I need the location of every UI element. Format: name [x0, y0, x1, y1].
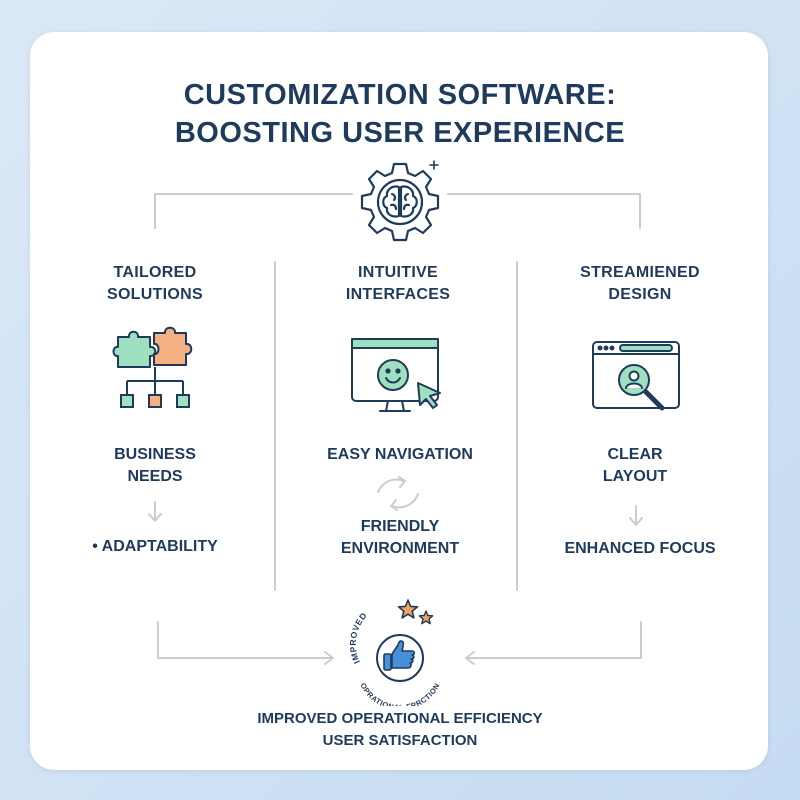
browser-dot-3: [609, 345, 615, 351]
puzzle-piece-orange: [153, 326, 193, 366]
smiley-mouth: [385, 377, 401, 384]
thumb-hand: [391, 640, 416, 669]
column-title-intuitive-interfaces: INTUITIVE INTERFACES: [318, 262, 478, 306]
brain-left-lobe: [382, 185, 401, 218]
cycle-arrow-bottom: [391, 493, 419, 509]
column-3-title-line-2: DESIGN: [608, 286, 672, 303]
clear-layout-line-2: LAYOUT: [602, 468, 668, 485]
connector-top-right: [447, 193, 641, 229]
magnifier-handle: [643, 389, 665, 411]
label-friendly-environment: FRIENDLY ENVIRONMENT: [310, 516, 490, 560]
column-title-tailored-solutions: TAILORED SOLUTIONS: [75, 262, 235, 306]
cycle-arrow-top: [377, 478, 405, 493]
down-arrow-left: [148, 501, 162, 522]
connector-bottom-right: [465, 621, 642, 659]
outcome-text: IMPROVED OPERATIONAL EFFICIENCY USER SAT…: [0, 708, 800, 752]
outcome-line-1: IMPROVED OPERATIONAL EFFICIENCY: [257, 710, 543, 727]
browser-magnifier-icon: [592, 341, 680, 411]
smiley-face: [377, 359, 409, 391]
star-small: [418, 610, 434, 625]
down-arrow-right: [629, 505, 643, 526]
column-2-title-line-1: INTUITIVE: [357, 264, 439, 281]
column-3-title-line-1: STREAMIENED: [580, 264, 700, 281]
sparkle-icon: [429, 160, 439, 170]
improved-badge: IMPROVED OPRATIONAL FRRCTION: [348, 599, 441, 706]
cycle-arrow-top-head: [398, 476, 406, 488]
thumb-cuff: [383, 653, 392, 671]
puzzle-hierarchy-icon: [112, 326, 193, 408]
label-clear-layout: CLEAR LAYOUT: [555, 444, 715, 488]
label-easy-navigation: EASY NAVIGATION: [327, 446, 473, 463]
smiley-eye-right: [395, 368, 401, 374]
business-needs-line-1: BUSINESS: [114, 446, 196, 463]
badge-arc-top-text: IMPROVED: [348, 610, 369, 665]
node-box-right: [176, 394, 190, 408]
clear-layout-line-1: CLEAR: [607, 446, 663, 463]
label-business-needs: BUSINESS NEEDS: [75, 444, 235, 488]
node-box-middle: [148, 394, 162, 408]
column-2-title-line-2: INTERFACES: [345, 286, 451, 303]
cursor-arrow: [417, 382, 441, 409]
connector-bottom-left: [157, 621, 333, 659]
brain-folds: [389, 192, 411, 211]
browser-dot-1: [597, 345, 603, 351]
gear-outline: [360, 162, 440, 242]
outcome-line-2: USER SATISFACTION: [322, 732, 478, 749]
badge-arc-bottom-text: OPRATIONAL FRRCTION: [358, 681, 441, 706]
arrow-bottom-right: [465, 651, 475, 665]
arrow-bottom-left: [324, 651, 334, 665]
hierarchy-lines: [126, 367, 184, 395]
brain-right-lobe: [399, 185, 418, 218]
browser-address-bar: [619, 344, 673, 352]
gear-brain-icon: [360, 160, 440, 242]
friendly-environment-line-2: ENVIRONMENT: [340, 540, 460, 557]
title-line-1: CUSTOMIZATION SOFTWARE:: [183, 79, 617, 111]
page-title: CUSTOMIZATION SOFTWARE: BOOSTING USER EX…: [0, 76, 800, 152]
column-1-title-line-1: TAILORED: [113, 264, 197, 281]
monitor-stand: [385, 400, 405, 412]
monitor-title-bar: [351, 338, 439, 349]
column-1-title-line-2: SOLUTIONS: [106, 286, 204, 303]
label-enhanced-focus: ENHANCED FOCUS: [564, 540, 716, 557]
star-large: [397, 599, 419, 619]
person-head: [628, 370, 640, 382]
connector-top-left: [154, 193, 353, 229]
monitor-smiley-cursor-icon: [351, 338, 441, 412]
thumbs-up-stars-icon: [376, 599, 434, 682]
title-line-2: BOOSTING USER EXPERIENCE: [174, 117, 626, 149]
friendly-environment-line-1: FRIENDLY: [360, 518, 440, 535]
smiley-eye-left: [385, 368, 391, 374]
person-body: [625, 382, 643, 389]
business-needs-line-2: NEEDS: [127, 468, 183, 485]
column-title-streamlined-design: STREAMIENED DESIGN: [555, 262, 725, 306]
gear-inner-ring: [376, 178, 424, 226]
puzzle-piece-green: [112, 330, 157, 368]
cycle-arrow-bottom-head: [390, 499, 398, 511]
label-adaptability: • ADAPTABILITY: [92, 538, 218, 555]
node-box-left: [120, 394, 134, 408]
browser-dot-2: [603, 345, 609, 351]
